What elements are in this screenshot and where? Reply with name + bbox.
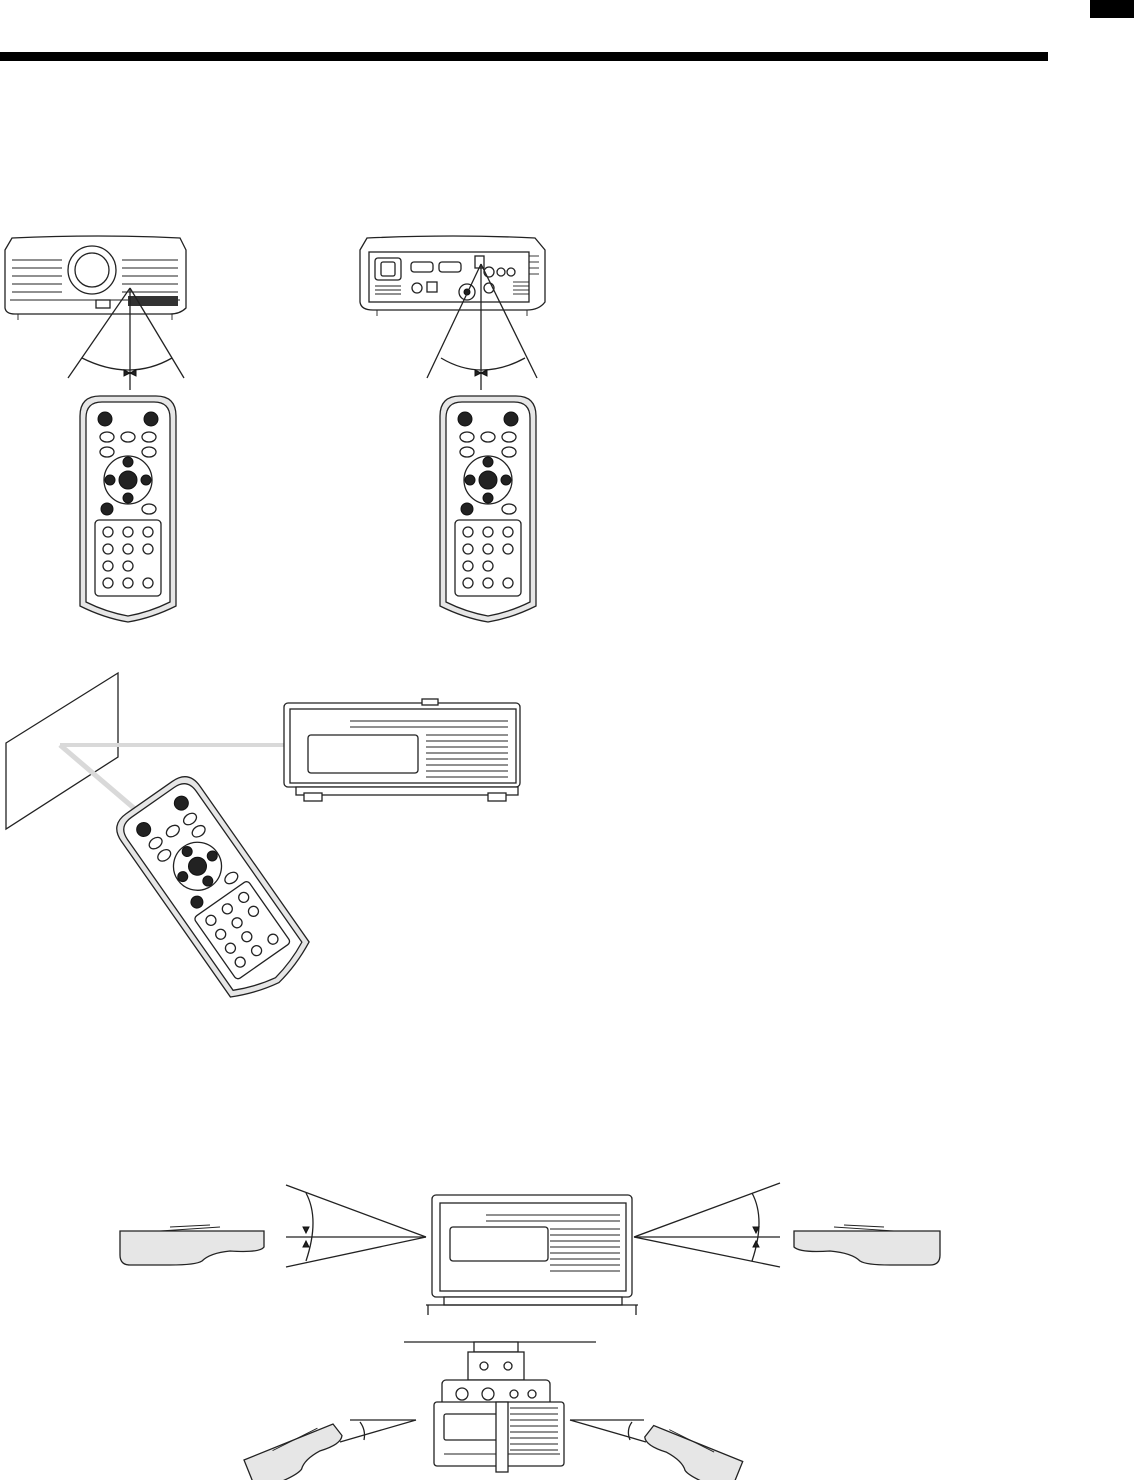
- projector-front: [5, 236, 186, 320]
- remote-left: [243, 1421, 349, 1480]
- remote-control: [80, 396, 176, 622]
- angle-lines-left: [340, 1420, 416, 1442]
- remote-left: [120, 1225, 264, 1265]
- remote-control: [440, 396, 536, 622]
- projector-inverted: [434, 1402, 564, 1472]
- header-rule: [0, 52, 1048, 61]
- figure-front-view: [0, 230, 260, 630]
- angle-lines-right: [634, 1183, 780, 1267]
- ceiling-bracket: [404, 1342, 596, 1406]
- remote-right: [637, 1422, 743, 1480]
- projector-rear: [360, 236, 545, 316]
- screen: [6, 673, 118, 829]
- remote-control-angled: [110, 770, 318, 1010]
- figure-rear-view: [355, 230, 615, 630]
- remote-right: [794, 1225, 940, 1265]
- figure-screen-reflection: [0, 665, 540, 1025]
- page-edge-tab: [1090, 0, 1134, 18]
- angle-lines-right: [570, 1420, 646, 1442]
- projector-side: [284, 699, 520, 801]
- figure-ceiling-mount: [230, 1290, 950, 1480]
- projector-side: [432, 1195, 632, 1305]
- angle-lines-left: [286, 1185, 426, 1267]
